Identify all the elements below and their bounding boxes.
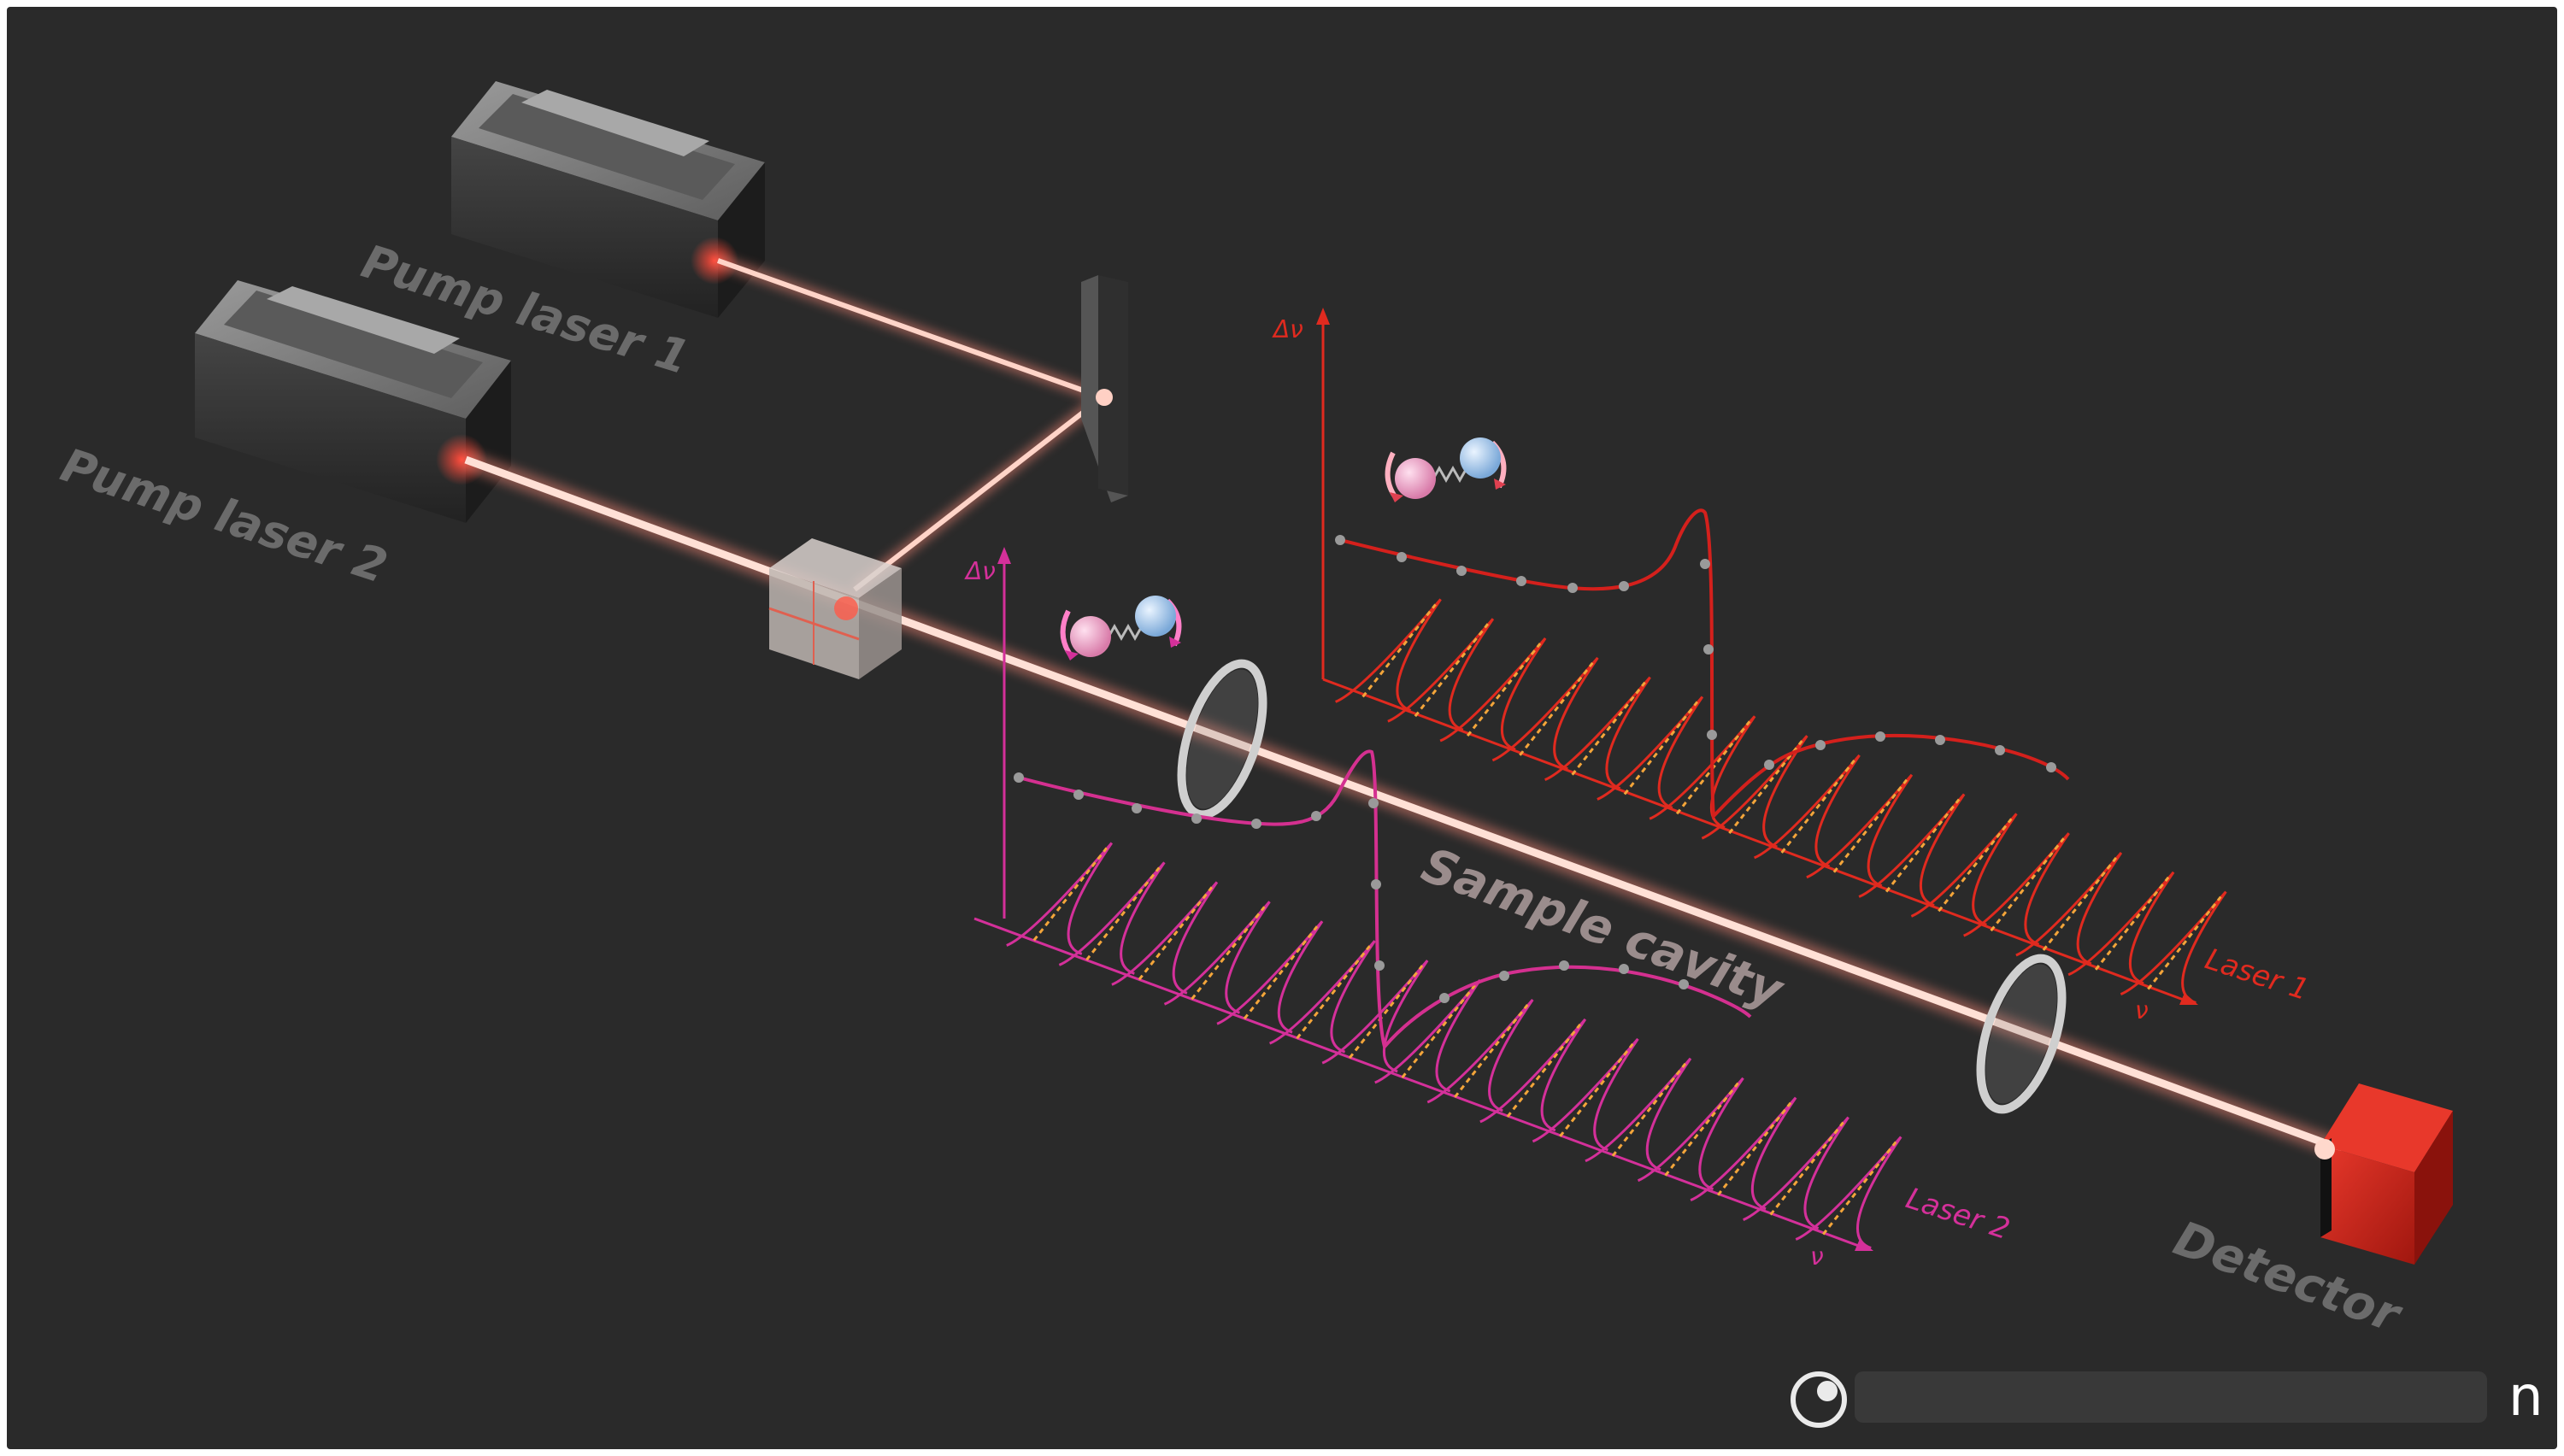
laser-1-comb-peak-dash: [1466, 643, 1542, 737]
mirror: [1081, 275, 1128, 502]
laser-1-comb-peak-dash: [1728, 740, 1803, 835]
laser-1-comb-peak-dash: [1885, 798, 1961, 893]
laser-2-comb-peak: [1795, 1136, 1902, 1249]
laser-1-comb-peak: [1439, 637, 1547, 751]
laser-2-comb-peak: [1216, 920, 1324, 1034]
laser-1-comb-peak-dash: [2094, 876, 2170, 971]
laser-2-comb-peak: [1637, 1077, 1744, 1191]
watermark-logo-icon: [1791, 1371, 2487, 1428]
laser-1-comb-peak: [1387, 618, 1495, 731]
laser-1-comb-peak: [1491, 656, 1599, 771]
laser-1-comb-peak-dash: [1623, 701, 1699, 796]
laser-1-comb-peak-dash: [1414, 623, 1490, 718]
laser-1-comb-peak: [1754, 754, 1861, 868]
laser-1-comb-peak: [2015, 851, 2123, 966]
laser-2-comb-peak-dash: [1296, 945, 1371, 1040]
laser-1-comb-peak-dash: [1990, 837, 2065, 932]
laser-1-comb-peak-dash: [1571, 681, 1646, 776]
plot2-nu-label: ν: [1810, 1242, 1824, 1271]
plot2-delta-nu-label: Δν: [964, 557, 996, 585]
laser-2-comb-peak-dash: [1454, 1004, 1529, 1098]
laser-2-comb-peak: [1111, 881, 1219, 995]
laser-2-comb-peak-dash: [1348, 965, 1424, 1060]
laser-2-comb-peak: [1006, 842, 1114, 955]
plot2-x-axis: [973, 917, 1864, 1249]
laser-2-comb-peak-dash: [1401, 984, 1476, 1078]
laser-1-comb-peak: [2067, 871, 2175, 985]
pump-laser-1: [451, 81, 765, 318]
laser-1-comb-peak-dash: [1832, 778, 1908, 873]
laser-2-comb-peak: [1532, 1037, 1639, 1152]
laser-2-comb-peak: [1163, 901, 1271, 1014]
laser-2-comb-peak-dash: [1191, 906, 1266, 1001]
laser-1-comb-peak-dash: [2042, 857, 2118, 951]
cavity-window-back: [1976, 954, 2067, 1114]
laser-2-comb-peak-dash: [1506, 1023, 1582, 1118]
laser-2-comb-peak: [1690, 1096, 1797, 1211]
laser-1-comb-peak-dash: [2147, 895, 2222, 990]
laser-1-comb-peak-dash: [1361, 603, 1437, 698]
laser-2-comb-peak-dash: [1559, 1042, 1634, 1137]
laser-2-comb-peak-dash: [1611, 1062, 1687, 1157]
laser-2-comb-peak: [1743, 1116, 1849, 1230]
laser-2-spectrum-plot: Δν ν Laser 2: [964, 547, 2014, 1271]
beam-splitter-cube: [768, 538, 902, 679]
detector: [2314, 1083, 2453, 1265]
laser-1-comb-peak: [1910, 813, 2018, 926]
laser-2-comb-peak: [1585, 1057, 1692, 1171]
laser-2-comb-peak-dash: [1822, 1141, 1897, 1236]
laser-2-comb-peak-dash: [1664, 1082, 1739, 1177]
pump-laser-2: [195, 280, 511, 523]
laser-2-comb-peak-dash: [1769, 1121, 1844, 1216]
molecule-vibration-icon: [1385, 437, 1507, 502]
laser-1-comb-peak: [1806, 773, 1914, 888]
laser-2-comb-peak-dash: [1138, 886, 1214, 981]
laser-2-comb-peak-dash: [1716, 1101, 1792, 1196]
laser-2-comb-peak-dash: [1085, 866, 1161, 961]
laser-1-comb-peak: [2120, 890, 2227, 1005]
laser-1-comb-peak: [1701, 735, 1808, 848]
laser-2-comb-peak: [1426, 998, 1534, 1113]
laser-1-comb-peak-dash: [1519, 661, 1594, 756]
laser-1-comb-peak-dash: [1938, 818, 2013, 913]
laser-1-comb-peak: [1858, 793, 1966, 907]
plot1-nu-label: ν: [2135, 996, 2149, 1024]
laser-1-comb-peak: [1335, 598, 1442, 712]
laser-1-comb-peak-dash: [1780, 759, 1855, 854]
laser-1-comb-peak: [1544, 676, 1651, 790]
laser-1-comb-peak: [1963, 832, 2070, 946]
plot1-delta-nu-label: Δν: [1272, 315, 1303, 343]
laser-2-comb-peak: [1269, 940, 1376, 1054]
laser-2-comb-peak-dash: [1032, 847, 1108, 942]
laser-2-comb-peak: [1321, 960, 1429, 1073]
background: [7, 7, 2557, 1449]
laser-2-comb-peak: [1479, 1018, 1587, 1132]
laser-2-comb-peak: [1058, 861, 1166, 975]
watermark-text-tail: n: [2508, 1365, 2543, 1429]
laser-2-comb-peak-dash: [1243, 925, 1319, 1020]
laser-1-comb-peak: [1597, 696, 1704, 809]
molecule-vibration-icon: [1060, 596, 1182, 660]
